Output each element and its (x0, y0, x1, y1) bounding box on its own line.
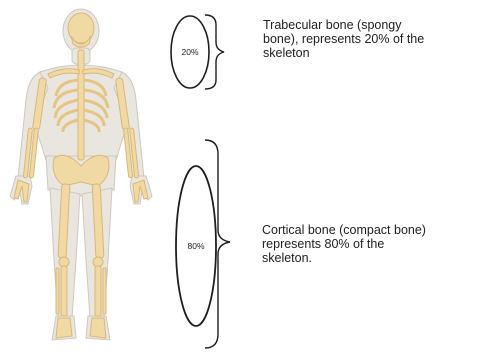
human-figure-illustration (10, 9, 152, 340)
cortical-indicator: 80% (176, 140, 230, 348)
caption-line: represents 80% of the (262, 237, 426, 251)
cortical-caption: Cortical bone (compact bone) represents … (262, 223, 426, 265)
caption-line: Trabecular bone (spongy (263, 18, 424, 32)
trabecular-percent-label: 20% (181, 47, 198, 57)
skeleton (14, 13, 148, 338)
foot-bones-left (56, 318, 72, 338)
fibula-right (103, 268, 106, 314)
caption-line: Cortical bone (compact bone) (262, 223, 426, 237)
trabecular-caption: Trabecular bone (spongy bone), represent… (263, 18, 424, 60)
tibia-left (61, 266, 67, 316)
foot-bones-right (90, 318, 106, 338)
trabecular-indicator: 20% (171, 15, 224, 89)
caption-line: skeleton. (262, 251, 426, 265)
cortical-percent-label: 80% (187, 241, 204, 251)
fibula-left (56, 268, 59, 314)
spine (78, 50, 84, 160)
caption-line: skeleton (263, 46, 424, 60)
tibia-right (95, 266, 101, 316)
caption-line: bone), represents 20% of the (263, 32, 424, 46)
